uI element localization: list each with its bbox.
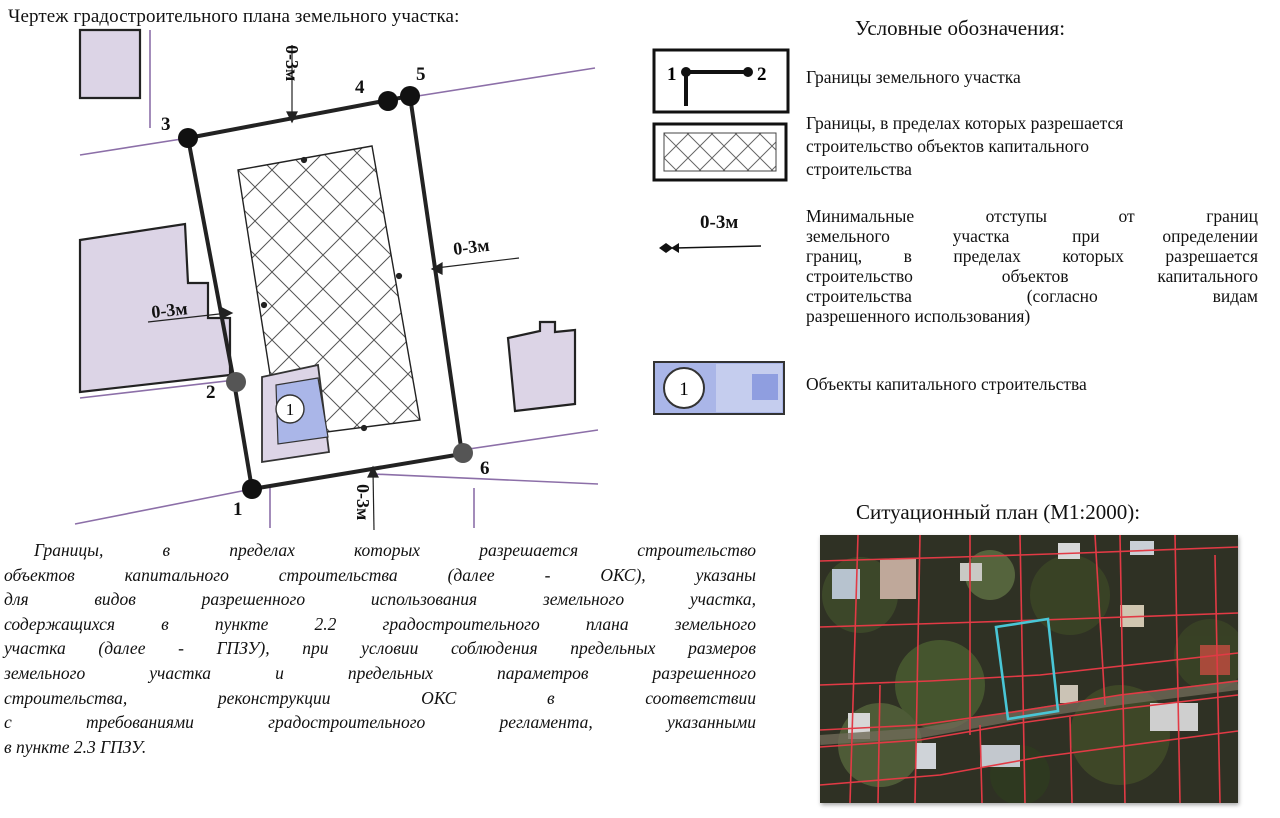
point-label-3: 3	[161, 114, 171, 135]
plot-drawing: 1 1 2 3 4 5 6 0-3м 0-3м 0-3м 0-3м	[74, 28, 599, 530]
legend-boundary-text: Границы земельного участка	[806, 67, 1021, 87]
legend-object-text: Объекты капитального строительства	[806, 374, 1087, 394]
body-line: участка (далее - ГПЗУ), при условии собл…	[4, 638, 756, 659]
legend-offset-line: разрешенного использования)	[806, 306, 1031, 326]
plot-boundary	[185, 93, 465, 492]
legend-offset-symbol	[659, 243, 762, 253]
body-line: содержащихся в пункте 2.2 градостроитель…	[4, 613, 756, 634]
body-line: Границы, в пределах которых разрешается …	[34, 540, 756, 560]
offset-label-bottom: 0-3м	[353, 484, 373, 520]
point-label-6: 6	[480, 458, 490, 479]
offset-label-right: 0-3м	[452, 235, 490, 259]
neighbor-buildings	[78, 28, 577, 413]
situation-plan-map	[820, 535, 1238, 803]
point-label-5: 5	[416, 64, 426, 85]
legend-hatch-symbol	[652, 122, 788, 182]
body-line: для видов разрешенного использования зем…	[4, 589, 756, 610]
legend-offset-line: строительство объектов капитального	[806, 266, 1258, 286]
offset-label-left: 0-3м	[150, 298, 188, 322]
capital-object-1: 1	[261, 363, 331, 464]
legend-offset-line: строительства (согласно видам	[806, 286, 1258, 306]
object-number: 1	[286, 400, 295, 419]
body-line: земельного участка и предельных параметр…	[4, 662, 756, 683]
legend-hatch-text: Границы, в пределах которых разрешается …	[806, 112, 1258, 181]
buildable-zone	[237, 145, 421, 439]
legend-object-number: 1	[679, 379, 689, 400]
situation-plan-title: Ситуационный план (М1:2000):	[856, 500, 1141, 524]
legend-hatch-line: Границы, в пределах которых разрешается	[806, 113, 1124, 133]
legend-offset-label: 0-3м	[700, 212, 739, 233]
corner-points	[178, 86, 473, 499]
legend-boundary-symbol: 1 2	[652, 48, 790, 114]
legend-offset-line: границ, в пределах которых разрешается	[806, 246, 1258, 266]
offset-label-top: 0-3м	[282, 45, 302, 81]
legend-offset-text: Минимальные отступы от границ земельного…	[806, 206, 1258, 326]
drawing-title: Чертеж градостроительного плана земельно…	[8, 6, 460, 27]
legend-hatch-line: строительство объектов капитального	[806, 136, 1090, 156]
point-label-1: 1	[233, 499, 243, 520]
legend-boundary-label-2: 2	[757, 64, 767, 85]
point-label-4: 4	[355, 77, 365, 98]
body-line: в пункте 2.3 ГПЗУ.	[4, 736, 147, 757]
body-line: строительства, реконструкции ОКС в соотв…	[4, 687, 756, 708]
legend-offset-line: земельного участка при определении	[806, 226, 1258, 246]
legend-boundary-label-1: 1	[667, 64, 677, 85]
offset-markers	[147, 45, 520, 530]
body-paragraph: Границы, в пределах которых разрешается …	[4, 538, 756, 759]
legend-object-symbol: 1	[653, 361, 785, 415]
body-line: объектов капитального строительства (дал…	[4, 564, 756, 585]
legend-hatch-line: строительства	[806, 159, 912, 179]
body-line: с требованиями градостроительного реглам…	[4, 712, 756, 733]
point-label-2: 2	[206, 382, 216, 403]
legend-offset-line: Минимальные отступы от границ	[806, 206, 1258, 226]
legend-title: Условные обозначения:	[855, 16, 1066, 40]
